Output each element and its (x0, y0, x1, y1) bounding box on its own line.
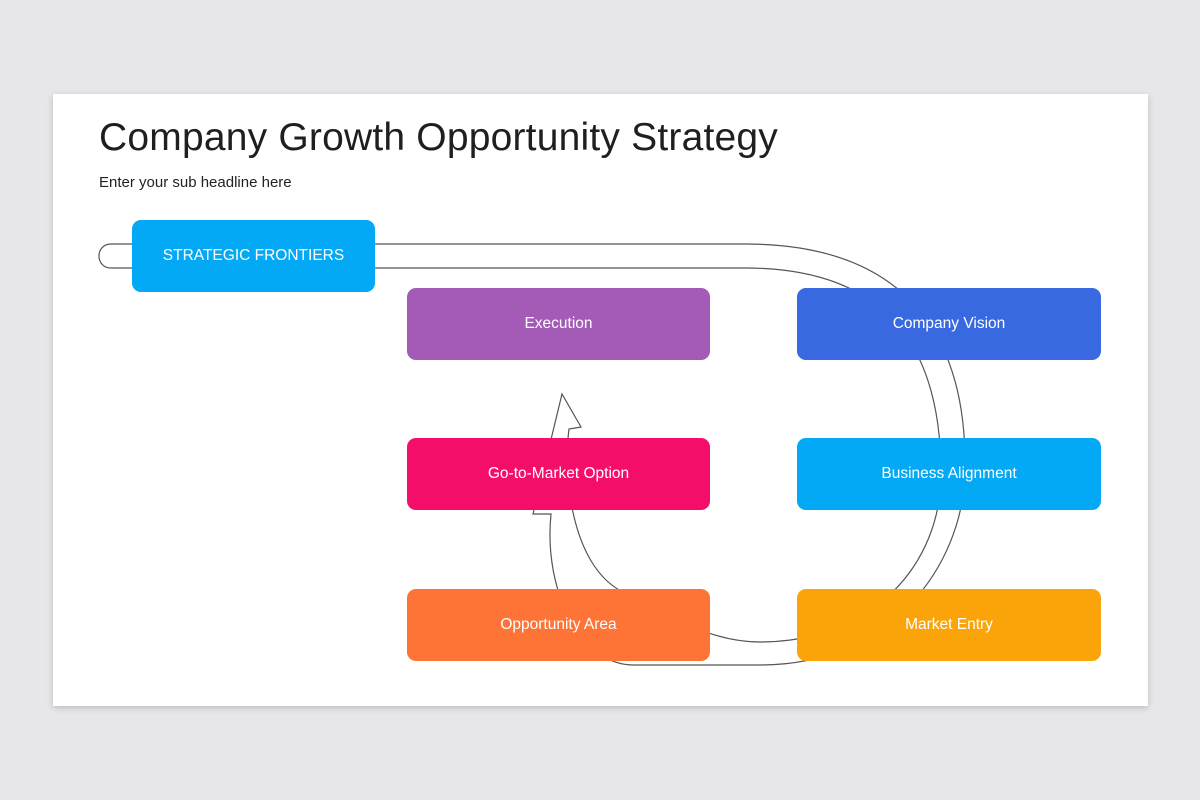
market-entry-label: Market Entry (905, 616, 993, 633)
opportunity-area-box[interactable]: Opportunity Area (407, 589, 710, 661)
slide-subtitle: Enter your sub headline here (99, 174, 292, 191)
business-alignment-label: Business Alignment (881, 465, 1017, 482)
execution-box[interactable]: Execution (407, 288, 710, 360)
execution-label: Execution (524, 315, 593, 332)
business-alignment-box[interactable]: Business Alignment (797, 438, 1101, 510)
company-vision-box[interactable]: Company Vision (797, 288, 1101, 360)
slide: Company Growth Opportunity Strategy Ente… (53, 94, 1148, 706)
go-to-market-option-box[interactable]: Go-to-Market Option (407, 438, 710, 510)
slide-title: Company Growth Opportunity Strategy (99, 116, 778, 159)
company-vision-label: Company Vision (892, 315, 1006, 332)
strategic-frontiers-box[interactable]: STRATEGIC FRONTIERS (132, 220, 375, 292)
strategic-frontiers-label: STRATEGIC FRONTIERS (162, 247, 345, 264)
go-to-market-option-label: Go-to-Market Option (487, 465, 630, 482)
market-entry-box[interactable]: Market Entry (797, 589, 1101, 661)
opportunity-area-label: Opportunity Area (500, 616, 617, 633)
